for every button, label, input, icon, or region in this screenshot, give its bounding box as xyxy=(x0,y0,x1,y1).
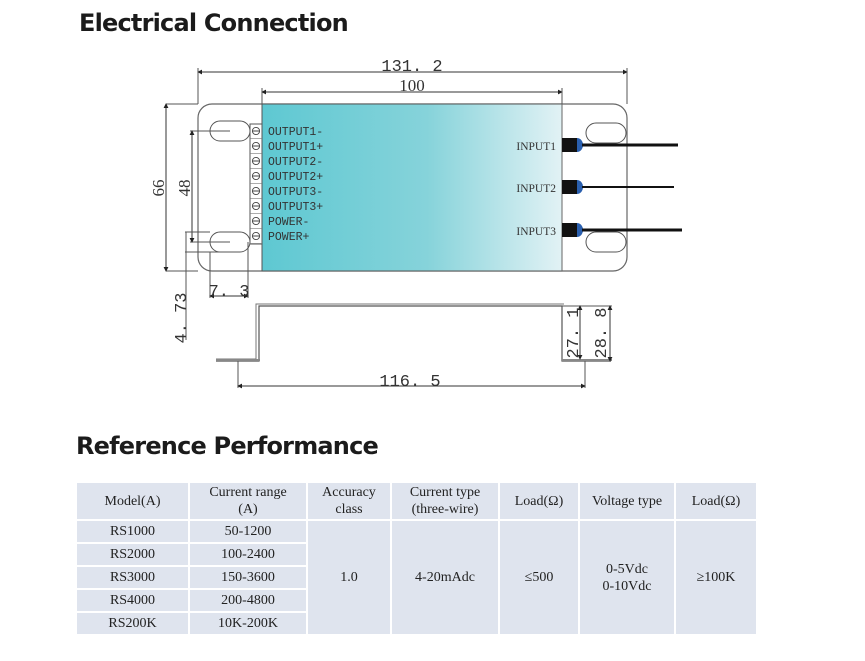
terminal-label: POWER+ xyxy=(268,231,310,244)
cable-tip-icon xyxy=(577,138,583,152)
table-header-row: Model(A) Current range (A) Accuracy clas… xyxy=(75,481,758,521)
cell-voltage-type: 0-5Vdc 0-10Vdc xyxy=(578,519,676,636)
cell-current-type: 4-20mAdc xyxy=(390,519,500,636)
header-accuracy-class: Accuracy class xyxy=(306,481,392,521)
dim-total-height: 28. 8 xyxy=(593,307,612,358)
terminal-label: OUTPUT1- xyxy=(268,126,323,139)
input-label: INPUT3 xyxy=(516,226,556,238)
dim-body-height: 27. 1 xyxy=(565,307,584,358)
terminal-label: OUTPUT1+ xyxy=(268,141,323,154)
section-title-reference-performance: Reference Performance xyxy=(76,432,379,460)
header-current-range: Current range (A) xyxy=(188,481,308,521)
table-row: RS200K 10K-200K xyxy=(75,611,757,636)
table-row: RS3000 150-3600 xyxy=(75,565,757,590)
cell-model: RS3000 xyxy=(75,565,190,590)
cell-current-load: ≤500 xyxy=(498,519,580,636)
side-view xyxy=(216,303,612,362)
cell-model: RS2000 xyxy=(75,542,190,567)
terminal-label: OUTPUT3- xyxy=(268,186,323,199)
reference-performance-table: Model(A) Current range (A) Accuracy clas… xyxy=(75,481,758,636)
table-row: RS1000 50-1200 1.0 4-20mAdc ≤500 0-5Vdc … xyxy=(75,519,758,636)
cable-tip-icon xyxy=(577,223,583,237)
dim-hole-offset: 7. 3 xyxy=(209,283,250,302)
input-label: INPUT1 xyxy=(516,141,556,153)
section-title-electrical-connection: Electrical Connection xyxy=(79,9,349,37)
cell-range: 50-1200 xyxy=(188,519,308,544)
cell-model: RS200K xyxy=(75,611,190,636)
mounting-hole xyxy=(585,231,627,253)
electrical-connection-drawing: OUTPUT1- OUTPUT1+ OUTPUT2- OUTPUT2+ OUTPUT3-… xyxy=(149,58,682,392)
header-current-load: Load(Ω) xyxy=(498,481,580,521)
table-row: RS2000 100-2400 xyxy=(75,542,757,567)
cable-tip-icon xyxy=(577,180,583,194)
dim-hole-edge: 4. 73 xyxy=(173,292,192,343)
dim-hole-spacing: 48 xyxy=(175,180,194,197)
dim-overall-length: 131. 2 xyxy=(381,58,442,77)
header-current-type: Current type (three-wire) xyxy=(390,481,500,521)
cell-range: 200-4800 xyxy=(188,588,308,613)
input-label: INPUT2 xyxy=(516,183,556,195)
cell-range: 10K-200K xyxy=(188,611,308,636)
dim-body-length: 100 xyxy=(399,76,425,95)
mounting-hole xyxy=(585,122,627,144)
cell-model: RS1000 xyxy=(75,519,190,544)
input-cable: INPUT2 xyxy=(516,180,674,195)
header-voltage-load: Load(Ω) xyxy=(674,481,758,521)
cell-model: RS4000 xyxy=(75,588,190,613)
input-cable: INPUT1 xyxy=(516,138,678,153)
dim-overall-height: 66 xyxy=(149,180,168,197)
header-model: Model(A) xyxy=(75,481,190,521)
terminal-block xyxy=(249,123,263,245)
sensor-body xyxy=(261,103,563,272)
cell-range: 150-3600 xyxy=(188,565,308,590)
input-cable: INPUT3 xyxy=(516,223,682,238)
dim-side-length: 116. 5 xyxy=(379,373,440,392)
terminal-label: OUTPUT2- xyxy=(268,156,323,169)
terminal-label: POWER- xyxy=(268,216,309,229)
cell-voltage-load: ≥100K xyxy=(674,519,758,636)
cell-accuracy: 1.0 xyxy=(306,519,392,636)
terminal-label: OUTPUT2+ xyxy=(268,171,323,184)
cell-range: 100-2400 xyxy=(188,542,308,567)
table-row: RS4000 200-4800 xyxy=(75,588,757,613)
header-voltage-type: Voltage type xyxy=(578,481,676,521)
terminal-label: OUTPUT3+ xyxy=(268,201,323,214)
